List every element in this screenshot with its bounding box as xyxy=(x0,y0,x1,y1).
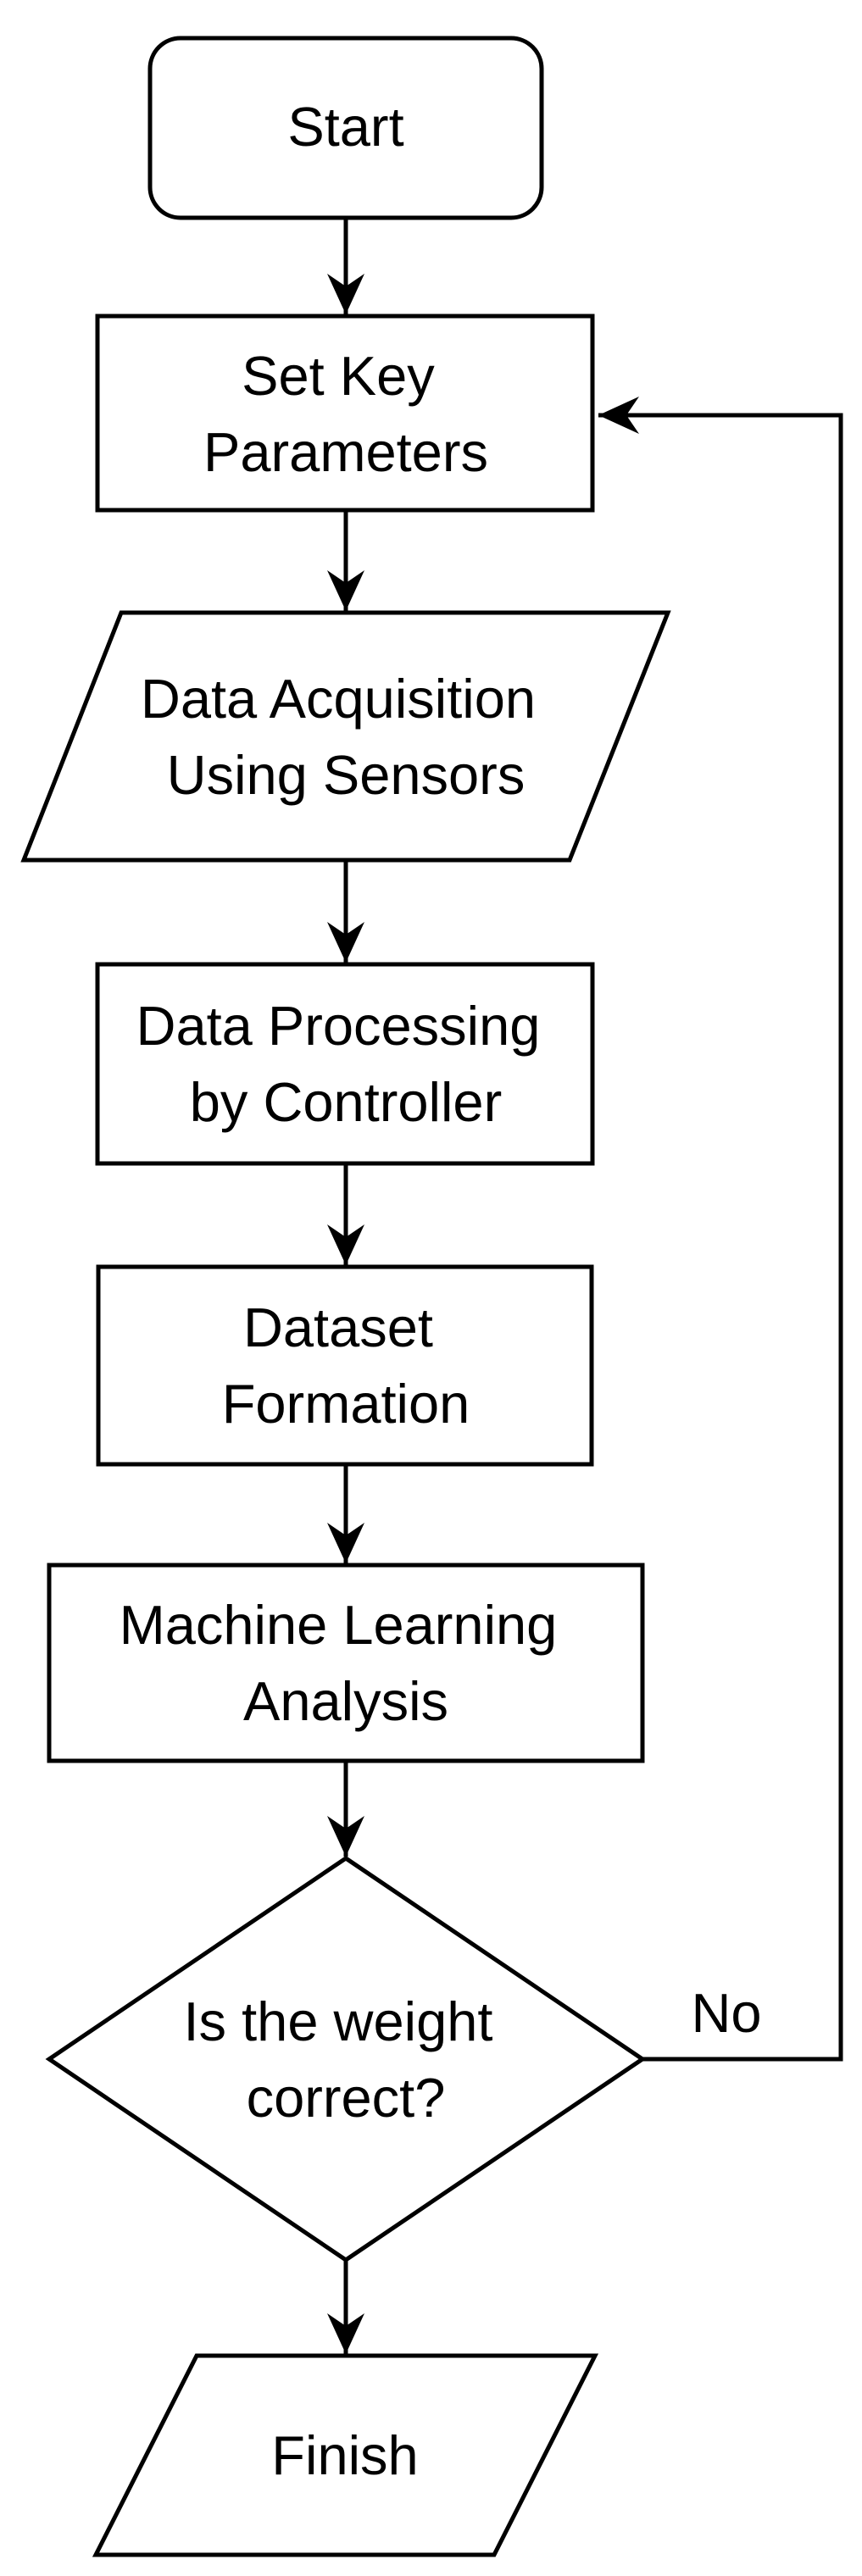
node-machine-learning-analysis-label: Machine Learning Analysis xyxy=(120,1594,573,1732)
node-dataset-formation-shape xyxy=(96,1264,594,1467)
node-data-acquisition-label: Data Acquisition Using Sensors xyxy=(141,668,551,806)
node-weight-decision-shape xyxy=(45,1855,647,2263)
no-branch-label: No xyxy=(691,1982,761,2044)
node-data-processing-label: Data Processing by Controller xyxy=(136,995,556,1133)
node-weight-decision-label: Is the weight correct? xyxy=(184,1990,509,2129)
node-start-shape xyxy=(147,36,544,220)
node-set-key-parameters-label: Set Key Parameters xyxy=(203,345,488,483)
node-data-acquisition-shape xyxy=(20,610,671,863)
node-dataset-formation-label: Dataset Formation xyxy=(222,1296,470,1435)
node-finish-label: Finish xyxy=(271,2424,418,2486)
node-start-label: Start xyxy=(287,96,403,158)
node-data-processing-shape xyxy=(95,962,595,1166)
node-finish-shape xyxy=(92,2353,599,2557)
node-machine-learning-analysis-shape xyxy=(47,1563,645,1763)
node-set-key-parameters-shape xyxy=(95,314,595,513)
edge-no-feedback-loop xyxy=(598,397,843,2062)
